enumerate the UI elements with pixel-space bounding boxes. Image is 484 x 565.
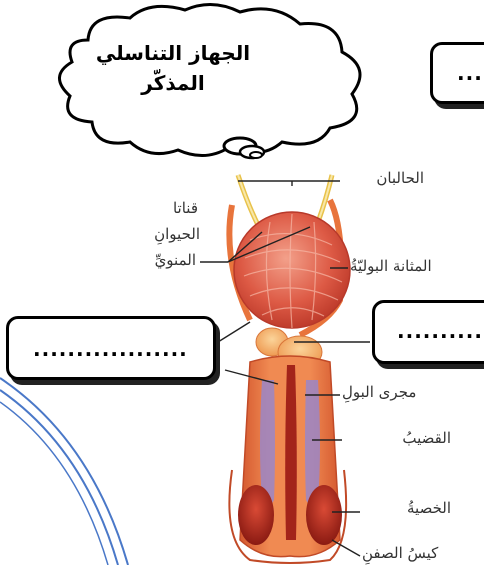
anatomy-illustration [229,175,350,563]
label-penis: القضيبُ [402,430,451,447]
title-line-1: الجهاز التناسلي [88,38,258,68]
label-scrotum: كيسُ الصفنِ [362,545,438,562]
blank-dots: .......... [397,319,483,343]
label-vas-deferens-1: قناتا [173,200,198,217]
blank-dots: .... [457,61,484,85]
answer-box-left[interactable]: .................. [6,316,216,380]
label-testis: الخصيةُ [407,500,451,517]
diagram-title: الجهاز التناسلي المذكّر [88,38,258,98]
label-vas-deferens-2: الحيوانِ [154,226,200,243]
title-line-2: المذكّر [88,68,258,98]
label-bladder: المثانة البوليّةُ [350,258,432,275]
answer-box-right[interactable]: .......... [372,300,484,364]
label-urethra: مجرى البولِ [342,384,416,401]
label-vas-deferens-3: المنويِّ [155,252,196,269]
decorative-blue-arc [0,378,128,565]
blank-dots: .................. [33,337,188,361]
label-ureters: الحالبان [376,170,424,187]
answer-box-top-right[interactable]: .... [430,42,484,104]
